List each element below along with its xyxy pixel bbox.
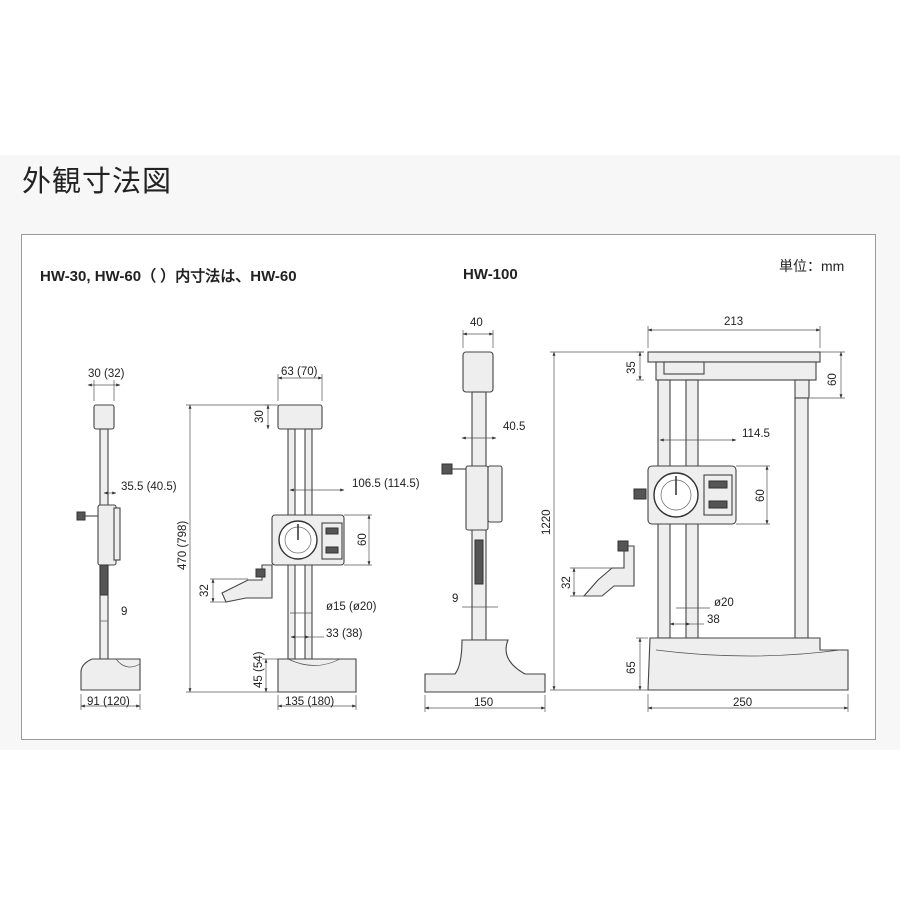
side-cap: [93, 404, 115, 430]
dim-hw100-top-width: 213: [724, 316, 743, 328]
dim-hw100-cap: 35: [626, 361, 638, 374]
dim-hw100-beam: 60: [827, 373, 839, 386]
hw100-side-slider: [465, 465, 489, 531]
hw100-side-base: [424, 639, 546, 693]
hw100-side-scriber: [474, 539, 484, 585]
front-base: [277, 658, 357, 693]
hw100-column-right: [794, 397, 809, 639]
side-knob: [113, 507, 121, 561]
page-title: 外観寸法図: [22, 164, 173, 198]
side-base: [80, 658, 141, 691]
dim-front-column-dia: ø15 (ø20): [326, 601, 377, 613]
dim-hw100-height: 1220: [541, 509, 553, 535]
dim-hw100-side-base: 150: [474, 697, 493, 709]
front-scriber-arm: [221, 564, 273, 603]
dim-front-pitch: 33 (38): [326, 628, 363, 640]
dim-front-base-height: 45 (54): [253, 651, 265, 688]
dim-front-height: 470 (798): [177, 521, 189, 570]
dim-front-counter: 60: [357, 533, 369, 546]
hw30-front-view: 63 (70) 30 106.5 (114.5) 60 470 (798) 32…: [177, 366, 420, 710]
dim-hw100-counter: 60: [755, 489, 767, 502]
side-slider: [97, 504, 117, 566]
dim-hw100-column-dia: ø20: [714, 597, 734, 609]
hw100-scriber-arm: [582, 545, 635, 597]
dim-hw100-pitch: 38: [707, 614, 720, 626]
dim-front-scriber: 32: [199, 584, 211, 597]
dim-hw100-scriber: 32: [561, 576, 573, 589]
dim-hw100-side-top: 40: [470, 317, 483, 329]
hw100-side-cap: [462, 351, 494, 393]
dim-side-slider: 35.5 (40.5): [121, 481, 177, 493]
hw100-side-view: 40 40.5 9 150: [424, 317, 546, 712]
side-scriber: [99, 564, 109, 596]
dim-side-top-width: 30 (32): [88, 368, 125, 380]
dim-hw100-base-width: 250: [733, 697, 752, 709]
hw30-side-view: 30 (32) 35.5 (40.5) 9 91 (120): [76, 368, 177, 710]
side-clamp: [76, 511, 86, 521]
dim-hw100-dial: 114.5: [742, 428, 770, 440]
dim-front-dial: 106.5 (114.5): [352, 478, 420, 490]
dim-front-base-width: 135 (180): [285, 696, 334, 708]
unit-label: 単位：mm: [779, 258, 844, 274]
dim-hw100-base-height: 65: [626, 661, 638, 674]
front-cap: [277, 404, 323, 430]
dim-side-base-width: 91 (120): [87, 696, 130, 708]
dim-front-cap: 30: [254, 410, 266, 423]
hw100-base: [647, 637, 849, 691]
dim-side-scriber: 9: [121, 606, 127, 618]
dim-hw100-side-scriber: 9: [452, 593, 458, 605]
dim-hw100-side-slider: 40.5: [503, 421, 525, 433]
label-hw30-hw60: HW-30, HW-60（ ）内寸法は、HW-60: [40, 267, 297, 285]
hw100-top-plate: [647, 351, 821, 363]
hw100-front-view: 213 35 60 114.5 60 1220 32 ø20: [541, 316, 849, 712]
hw100-side-clamp: [441, 463, 453, 475]
dim-front-top-width: 63 (70): [281, 366, 318, 378]
label-hw100: HW-100: [463, 266, 518, 283]
